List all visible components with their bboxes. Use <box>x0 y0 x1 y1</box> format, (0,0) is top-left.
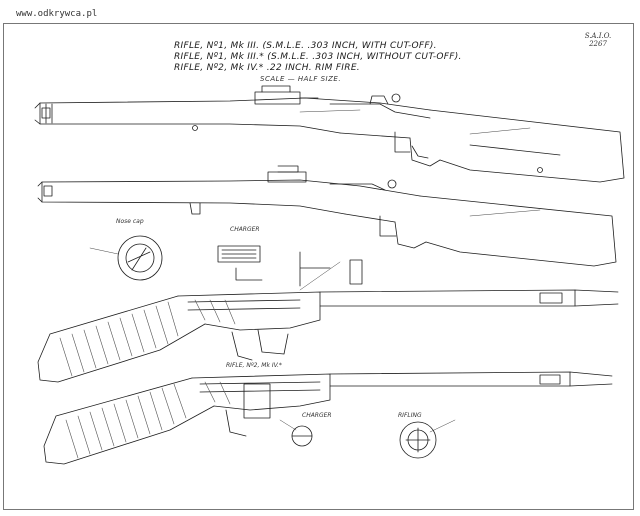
rifling-label: RIFLING <box>398 412 422 419</box>
charger-detail <box>217 245 363 287</box>
rifle-mk3-outline <box>34 85 625 183</box>
nose-cap-label: Nose cap <box>116 218 144 225</box>
title-line-1: RIFLE, Nº1, Mk III. (S.M.L.E. .303 INCH,… <box>174 41 437 51</box>
charger-label-lower: CHARGER <box>302 412 332 419</box>
rifle-section-lower-1-shading <box>59 299 236 377</box>
sheet-reference-code: S.A.I.O. <box>584 32 612 40</box>
rifle-section-lower-1 <box>37 289 619 383</box>
title-line-3: RIFLE, Nº2, Mk IV.* .22 INCH. RIM FIRE. <box>174 63 360 73</box>
detail-views <box>117 235 437 459</box>
watermark: www.odkrywca.pl <box>16 9 98 19</box>
scale-note: SCALE — HALF SIZE. <box>260 75 342 83</box>
leader-lines <box>89 109 541 433</box>
rifle-section-lower-2-shading <box>65 381 231 459</box>
title-line-2: RIFLE, Nº1, Mk III.* (S.M.L.E. .303 INCH… <box>174 52 462 62</box>
charger-label: CHARGER <box>230 226 260 233</box>
rifle-mk3-star-outline <box>37 165 617 267</box>
section-rifle-label: RIFLE, Nº2, Mk IV.* <box>226 362 282 369</box>
sheet-reference: S.A.I.O. 2267 <box>574 32 622 48</box>
sheet-reference-number: 2267 <box>589 40 607 48</box>
sheet-border <box>3 23 634 510</box>
rifle-section-lower-2 <box>43 371 613 465</box>
